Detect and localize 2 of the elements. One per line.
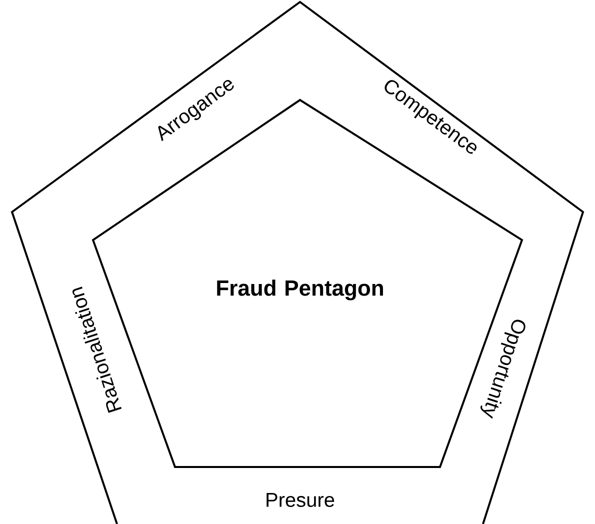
side-label: Presure	[266, 493, 334, 507]
pentagon-band	[10, 0, 584, 524]
